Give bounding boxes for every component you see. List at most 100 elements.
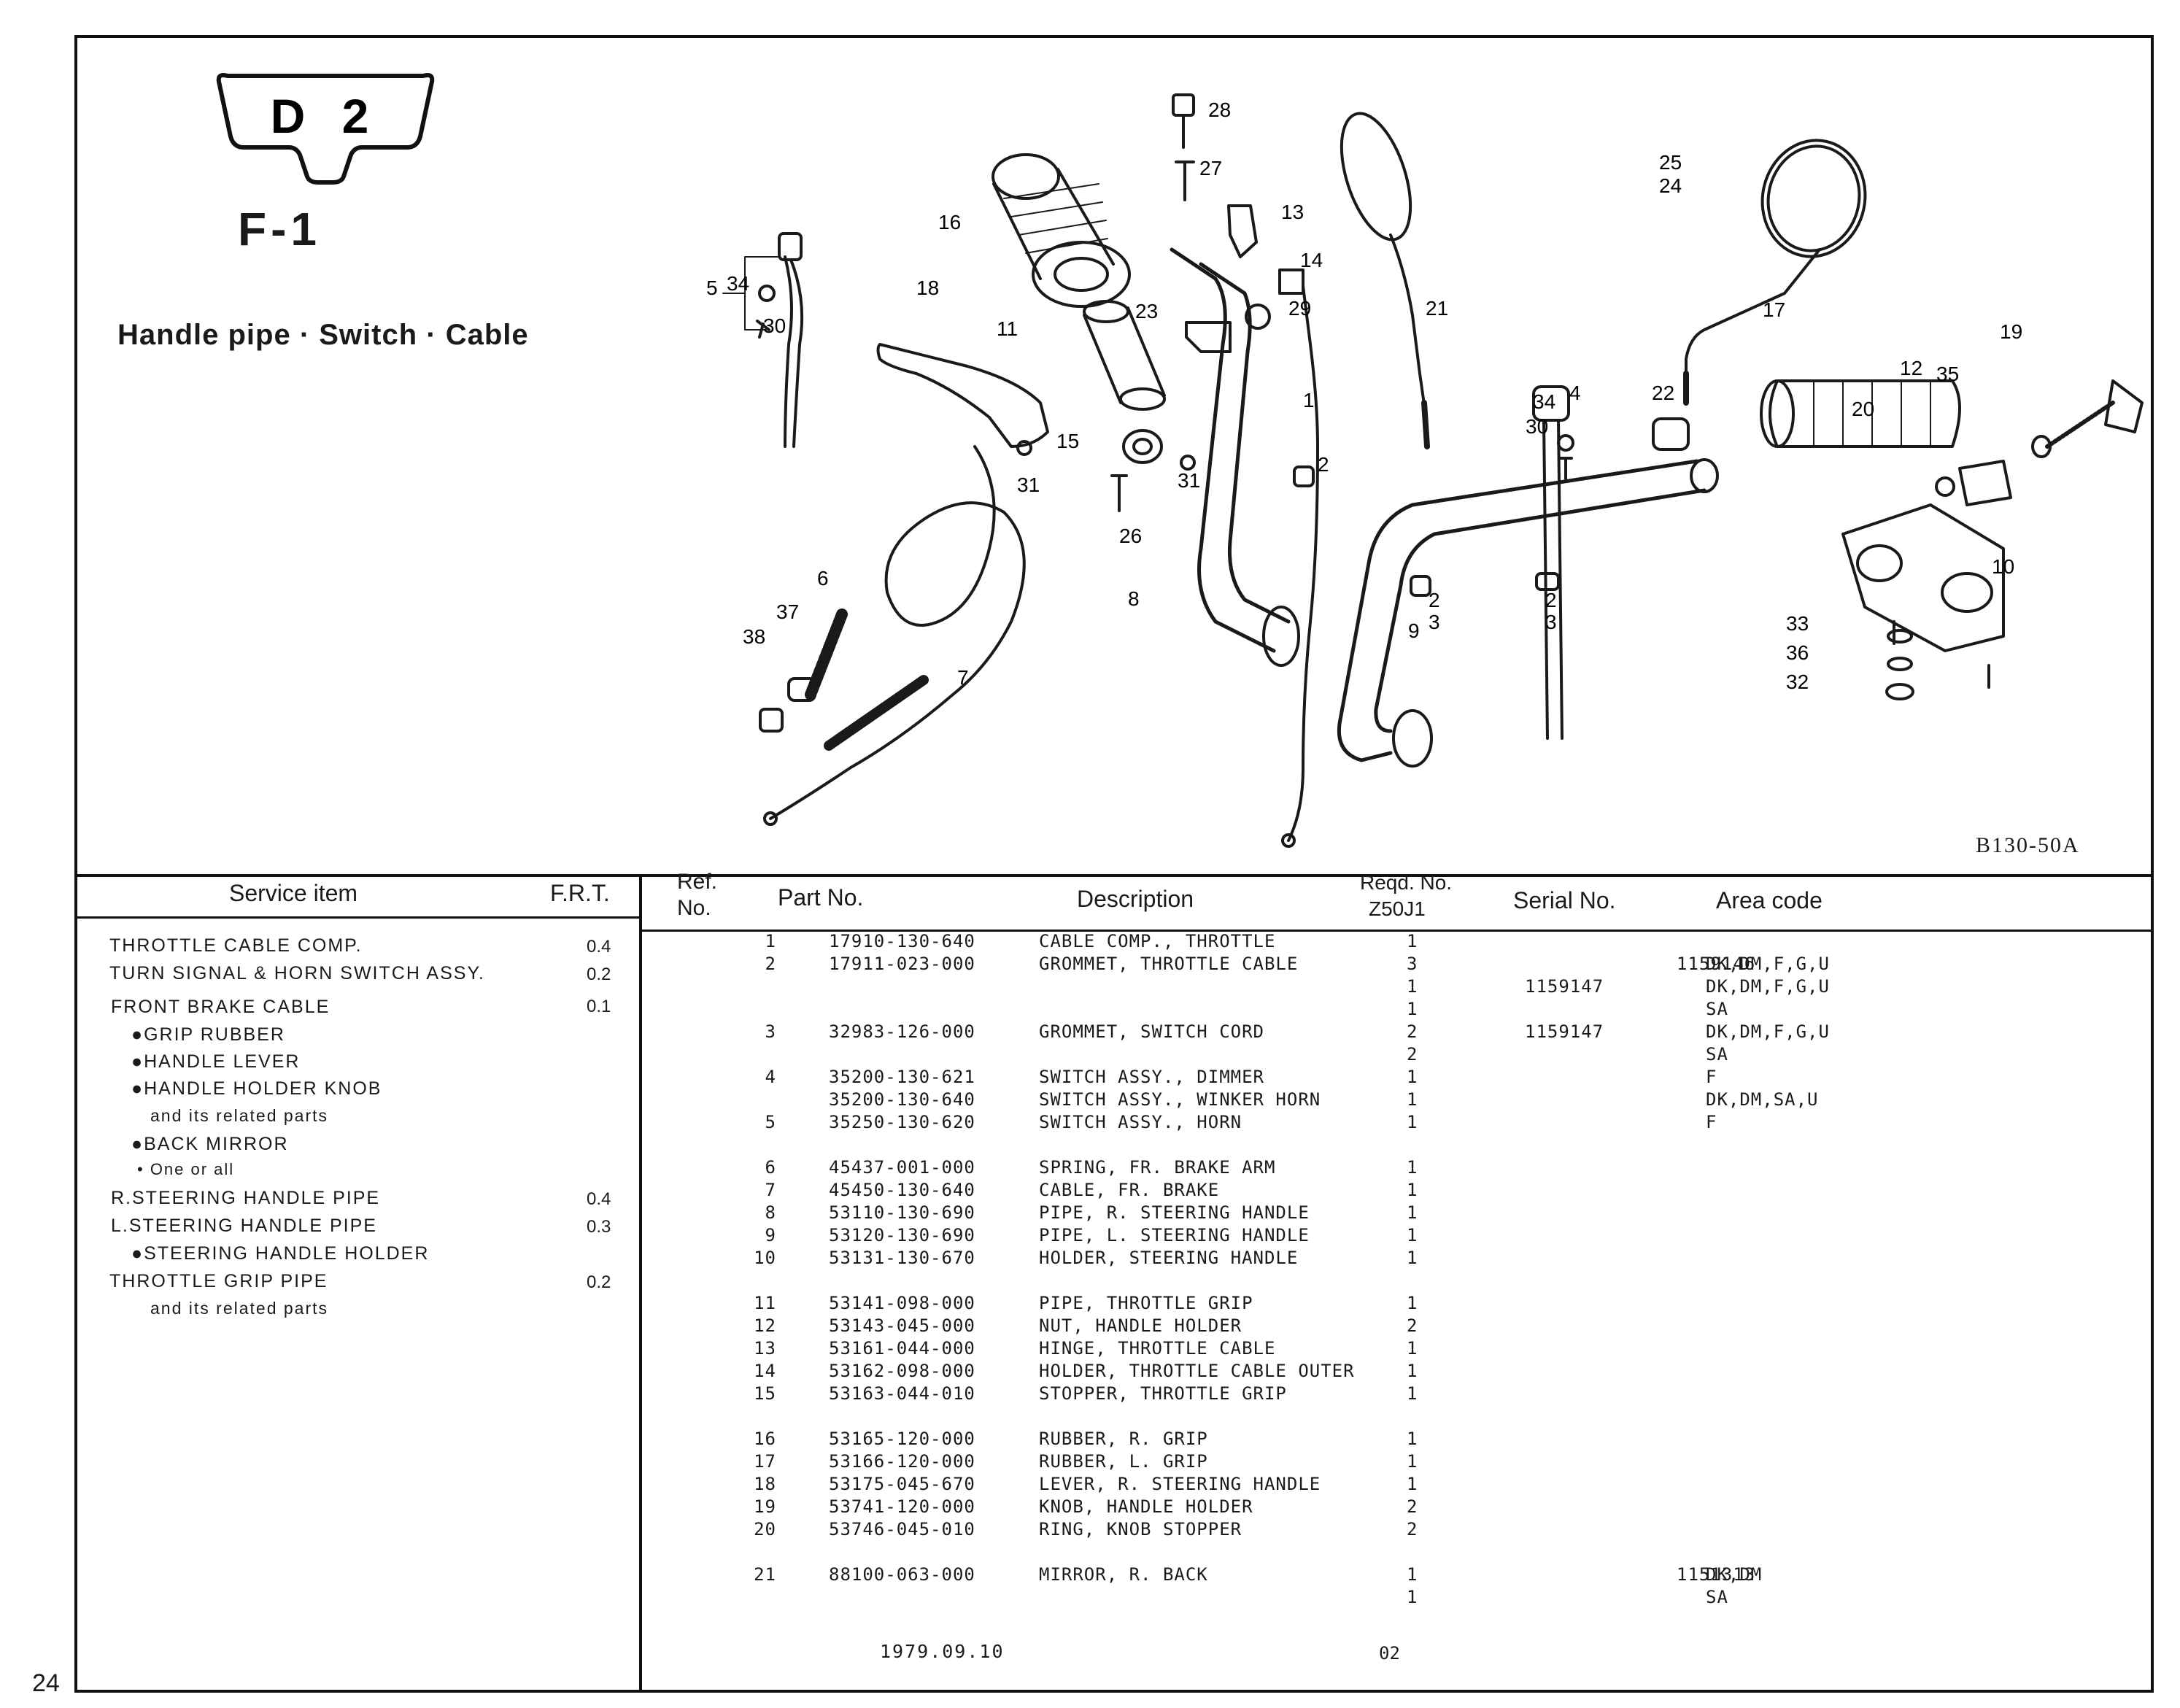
parts-cell-qty: 1 — [1407, 1157, 1418, 1178]
reqd-no-header-line2: Z50J1 — [1369, 897, 1426, 920]
parts-cell-ref: 13 — [754, 1338, 776, 1359]
service-header-divider — [77, 916, 639, 919]
parts-cell-qty: 1 — [1407, 1248, 1418, 1268]
ref-no-header-line2: No. — [677, 896, 711, 920]
parts-cell-area: F — [1706, 1112, 1717, 1132]
callout-label: 11 — [997, 317, 1018, 340]
parts-cell-qty: 1 — [1407, 1474, 1418, 1494]
parts-cell-desc: CABLE COMP., THROTTLE — [1039, 931, 1276, 951]
service-item: R.STEERING HANDLE PIPE — [111, 1188, 381, 1208]
parts-cell-qty: 1 — [1407, 999, 1418, 1019]
parts-cell-qty: 2 — [1407, 1496, 1418, 1517]
service-frt: 0.4 — [587, 937, 611, 957]
parts-cell-qty: 1 — [1407, 1587, 1418, 1607]
service-frt: 0.1 — [587, 997, 611, 1016]
parts-cell-desc: STOPPER, THROTTLE GRIP — [1039, 1383, 1287, 1404]
parts-cell-serial: 1159147 — [1525, 1021, 1604, 1042]
callout-label: 2 — [1545, 589, 1557, 611]
parts-cell-ref: 1 — [765, 931, 776, 951]
parts-cell-qty: 1 — [1407, 976, 1418, 997]
service-frt: 0.3 — [587, 1217, 611, 1237]
spring-part — [805, 608, 848, 700]
switch-22-part — [1652, 417, 1690, 451]
service-item: L.STEERING HANDLE PIPE — [111, 1216, 377, 1236]
callout-label: 27 — [1199, 157, 1222, 179]
parts-cell-qty: 2 — [1407, 1519, 1418, 1539]
callout-label: 8 — [1128, 587, 1140, 610]
callout-label: 26 — [1119, 525, 1142, 547]
parts-cell-part: 53141-098-000 — [829, 1293, 975, 1313]
parts-cell-desc: NUT, HANDLE HOLDER — [1039, 1315, 1242, 1336]
parts-cell-part: 35200-130-621 — [829, 1067, 975, 1087]
right-handle-pipe-part — [1170, 247, 1291, 653]
parts-cell-part: 53131-130-670 — [829, 1248, 975, 1268]
callout-label: 32 — [1786, 671, 1809, 693]
callout-label: 30 — [1526, 415, 1548, 438]
divider-vertical — [639, 874, 642, 1693]
parts-cell-part: 53165-120-000 — [829, 1429, 975, 1449]
parts-cell-qty: 1 — [1407, 1451, 1418, 1472]
callout-label: 19 — [2000, 320, 2022, 343]
parts-header-divider — [639, 930, 2151, 932]
screw-27-part — [1175, 161, 1195, 201]
handle-holder-knob-part — [2045, 379, 2144, 449]
parts-cell-qty: 1 — [1407, 1429, 1418, 1449]
nut-38-part — [759, 708, 784, 733]
left-pipe-grip-end — [1392, 709, 1433, 768]
parts-cell-desc: RING, KNOB STOPPER — [1039, 1519, 1242, 1539]
nut-32 — [1885, 683, 1914, 700]
callout-label: 25 — [1659, 151, 1682, 174]
parts-cell-ref: 7 — [765, 1180, 776, 1200]
parts-cell-qty: 2 — [1407, 1021, 1418, 1042]
parts-cell-qty: 1 — [1407, 1225, 1418, 1245]
parts-cell-desc: SWITCH ASSY., DIMMER — [1039, 1067, 1264, 1087]
stopper-inner — [1132, 438, 1153, 455]
grommet-2-c — [1535, 572, 1560, 591]
bolt-28-part — [1172, 93, 1195, 149]
service-item: THROTTLE CABLE COMP. — [109, 935, 363, 956]
parts-cell-desc: RUBBER, R. GRIP — [1039, 1429, 1208, 1449]
parts-cell-part: 53741-120-000 — [829, 1496, 975, 1517]
callout-label: 3 — [1545, 611, 1557, 633]
callout-label: 4 — [1569, 382, 1581, 404]
washer-36 — [1887, 657, 1913, 671]
parts-cell-desc: SWITCH ASSY., WINKER HORN — [1039, 1089, 1321, 1110]
washer-33 — [1887, 629, 1913, 644]
callout-label: 13 — [1281, 201, 1304, 223]
ring-35-part — [2031, 435, 2052, 458]
parts-cell-desc: HOLDER, STEERING HANDLE — [1039, 1248, 1299, 1268]
parts-cell-part: 53166-120-000 — [829, 1451, 975, 1472]
screw-30-left — [756, 320, 770, 339]
callout-label: 18 — [916, 277, 939, 299]
callout-label: 34 — [727, 272, 749, 295]
left-grip-part — [1760, 379, 1961, 448]
serial-no-header: Serial No. — [1513, 887, 1616, 913]
callout-label: 35 — [1936, 363, 1959, 385]
drawing-code: B130-50A — [1976, 833, 2080, 857]
washer-34-left — [758, 285, 776, 302]
callout-label: 5 — [706, 277, 718, 299]
grommet-2-b — [1410, 575, 1431, 597]
parts-cell-part: 53161-044-000 — [829, 1338, 975, 1359]
parts-cell-part: 88100-063-000 — [829, 1564, 975, 1585]
service-item: FRONT BRAKE CABLE — [111, 997, 331, 1017]
parts-cell-qty: 1 — [1407, 931, 1418, 951]
parts-cell-qty: 2 — [1407, 1315, 1418, 1336]
service-item: ●GRIP RUBBER — [131, 1024, 285, 1045]
cable-holder-part — [1185, 321, 1232, 353]
parts-cell-part: 53746-045-010 — [829, 1519, 975, 1539]
ring-20-part — [1935, 476, 1955, 497]
callout-label: 15 — [1056, 430, 1079, 452]
parts-cell-desc: GROMMET, SWITCH CORD — [1039, 1021, 1264, 1042]
parts-cell-ref: 4 — [765, 1067, 776, 1087]
parts-cell-qty: 1 — [1407, 1361, 1418, 1381]
parts-cell-area: DK,DM,SA,U — [1706, 1089, 1819, 1110]
service-item: • One or all — [137, 1160, 235, 1178]
parts-cell-desc: GROMMET, THROTTLE CABLE — [1039, 954, 1299, 974]
parts-cell-part: 53143-045-000 — [829, 1315, 975, 1336]
footer-date: 1979.09.10 — [880, 1641, 1005, 1662]
callout-label: 23 — [1135, 300, 1158, 322]
parts-cell-desc: SPRING, FR. BRAKE ARM — [1039, 1157, 1276, 1178]
callout-label: 28 — [1208, 98, 1231, 121]
footer-mark: 02 — [1379, 1643, 1400, 1663]
